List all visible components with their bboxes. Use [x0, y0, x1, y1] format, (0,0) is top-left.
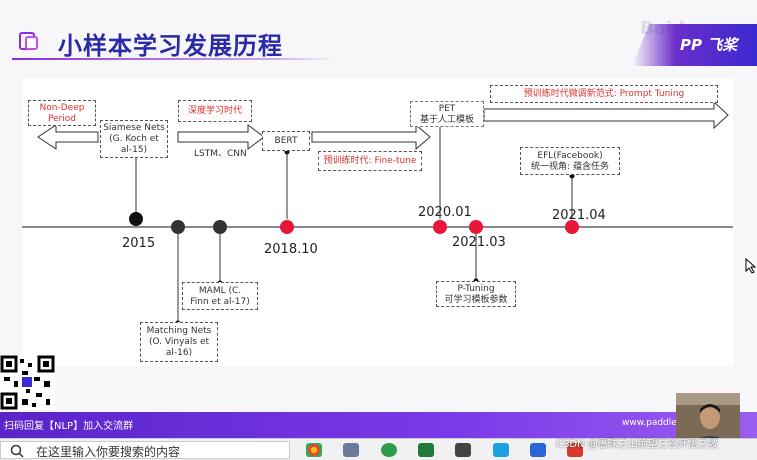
brand-name: 飞桨: [707, 36, 738, 54]
year-2021-04: 2021.04: [552, 208, 606, 223]
label-bert: BERT: [262, 131, 310, 151]
slide: 小样本学习发展历程 Baidu PP 飞桨: [0, 0, 757, 412]
brand-mark: PP: [680, 36, 702, 54]
qr-code-icon[interactable]: [0, 355, 55, 410]
dot-2021-03: [469, 220, 483, 234]
promo-banner: [0, 412, 757, 438]
terminal-icon[interactable]: [455, 443, 471, 457]
arrow-deep-era: [177, 124, 265, 150]
mouse-cursor-icon: [745, 258, 757, 274]
year-2021-03: 2021.03: [452, 235, 506, 250]
title-underline: [12, 58, 337, 60]
slide-title: 小样本学习发展历程: [58, 32, 283, 60]
year-2015: 2015: [122, 236, 156, 251]
banner-text: 扫码回复【NLP】加入交流群: [4, 421, 134, 432]
dot-2018: [280, 220, 294, 234]
app-green-icon[interactable]: [381, 443, 397, 457]
csdn-watermark: CSDN @愚昧之山绝望之谷开悟之坡: [556, 439, 718, 450]
label-efl: EFL(Facebook) 统一视角: 蕴含任务: [520, 147, 620, 175]
dot-maml: [213, 220, 227, 234]
presenter-icon: [676, 393, 740, 445]
calculator-icon[interactable]: [343, 443, 359, 457]
dot-2020: [433, 220, 447, 234]
slide-header: 小样本学习发展历程: [14, 24, 344, 62]
label-prompt-tuning: 预训练时代微调新范式: Prompt Tuning: [490, 85, 718, 103]
webcam-overlay: [676, 393, 740, 445]
label-siamese: Siamese Nets (G. Koch et al-15): [100, 120, 168, 158]
label-matching: Matching Nets (O. Vinyals et al-16): [140, 322, 218, 362]
browser-icon[interactable]: [530, 443, 546, 457]
label-pretrain-finetune: 预训练时代: Fine-tune: [318, 151, 422, 171]
app-blue-icon[interactable]: [493, 443, 509, 457]
year-2020-01: 2020.01: [418, 205, 472, 220]
app-red-icon[interactable]: [567, 443, 583, 457]
arrow-non-deep: [37, 124, 99, 150]
timeline-canvas: Non-Deep Period Siamese Nets (G. Koch et…: [22, 78, 733, 366]
dot-matching: [171, 220, 185, 234]
dot-2015: [129, 212, 143, 226]
year-2018-10: 2018.10: [264, 242, 318, 257]
arrow-pretrain: [311, 123, 431, 151]
banner-url[interactable]: www.paddle: [622, 418, 677, 428]
label-lstm-cnn: LSTM、CNN: [194, 149, 247, 159]
arrow-prompt-tuning: [483, 100, 729, 130]
dot-2021-04: [565, 220, 579, 234]
timeline-graphic: [22, 100, 733, 326]
label-pet: PET 基于人工模板: [410, 101, 484, 127]
label-maml: MAML (C. Finn et al-17): [182, 282, 258, 310]
pycharm-icon[interactable]: [418, 443, 434, 457]
brand-strip: [632, 24, 757, 66]
chrome-icon[interactable]: [306, 443, 322, 457]
label-ptuning: P-Tuning 可学习模板参数: [436, 281, 516, 307]
search-icon[interactable]: [10, 444, 24, 458]
label-non-deep: Non-Deep Period: [28, 100, 96, 126]
search-placeholder: 在这里输入你要搜索的内容: [36, 445, 181, 459]
brand-logo: PP 飞桨: [680, 34, 737, 55]
book-icon: [19, 32, 38, 50]
label-deep-era: 深度学习时代: [178, 100, 252, 122]
